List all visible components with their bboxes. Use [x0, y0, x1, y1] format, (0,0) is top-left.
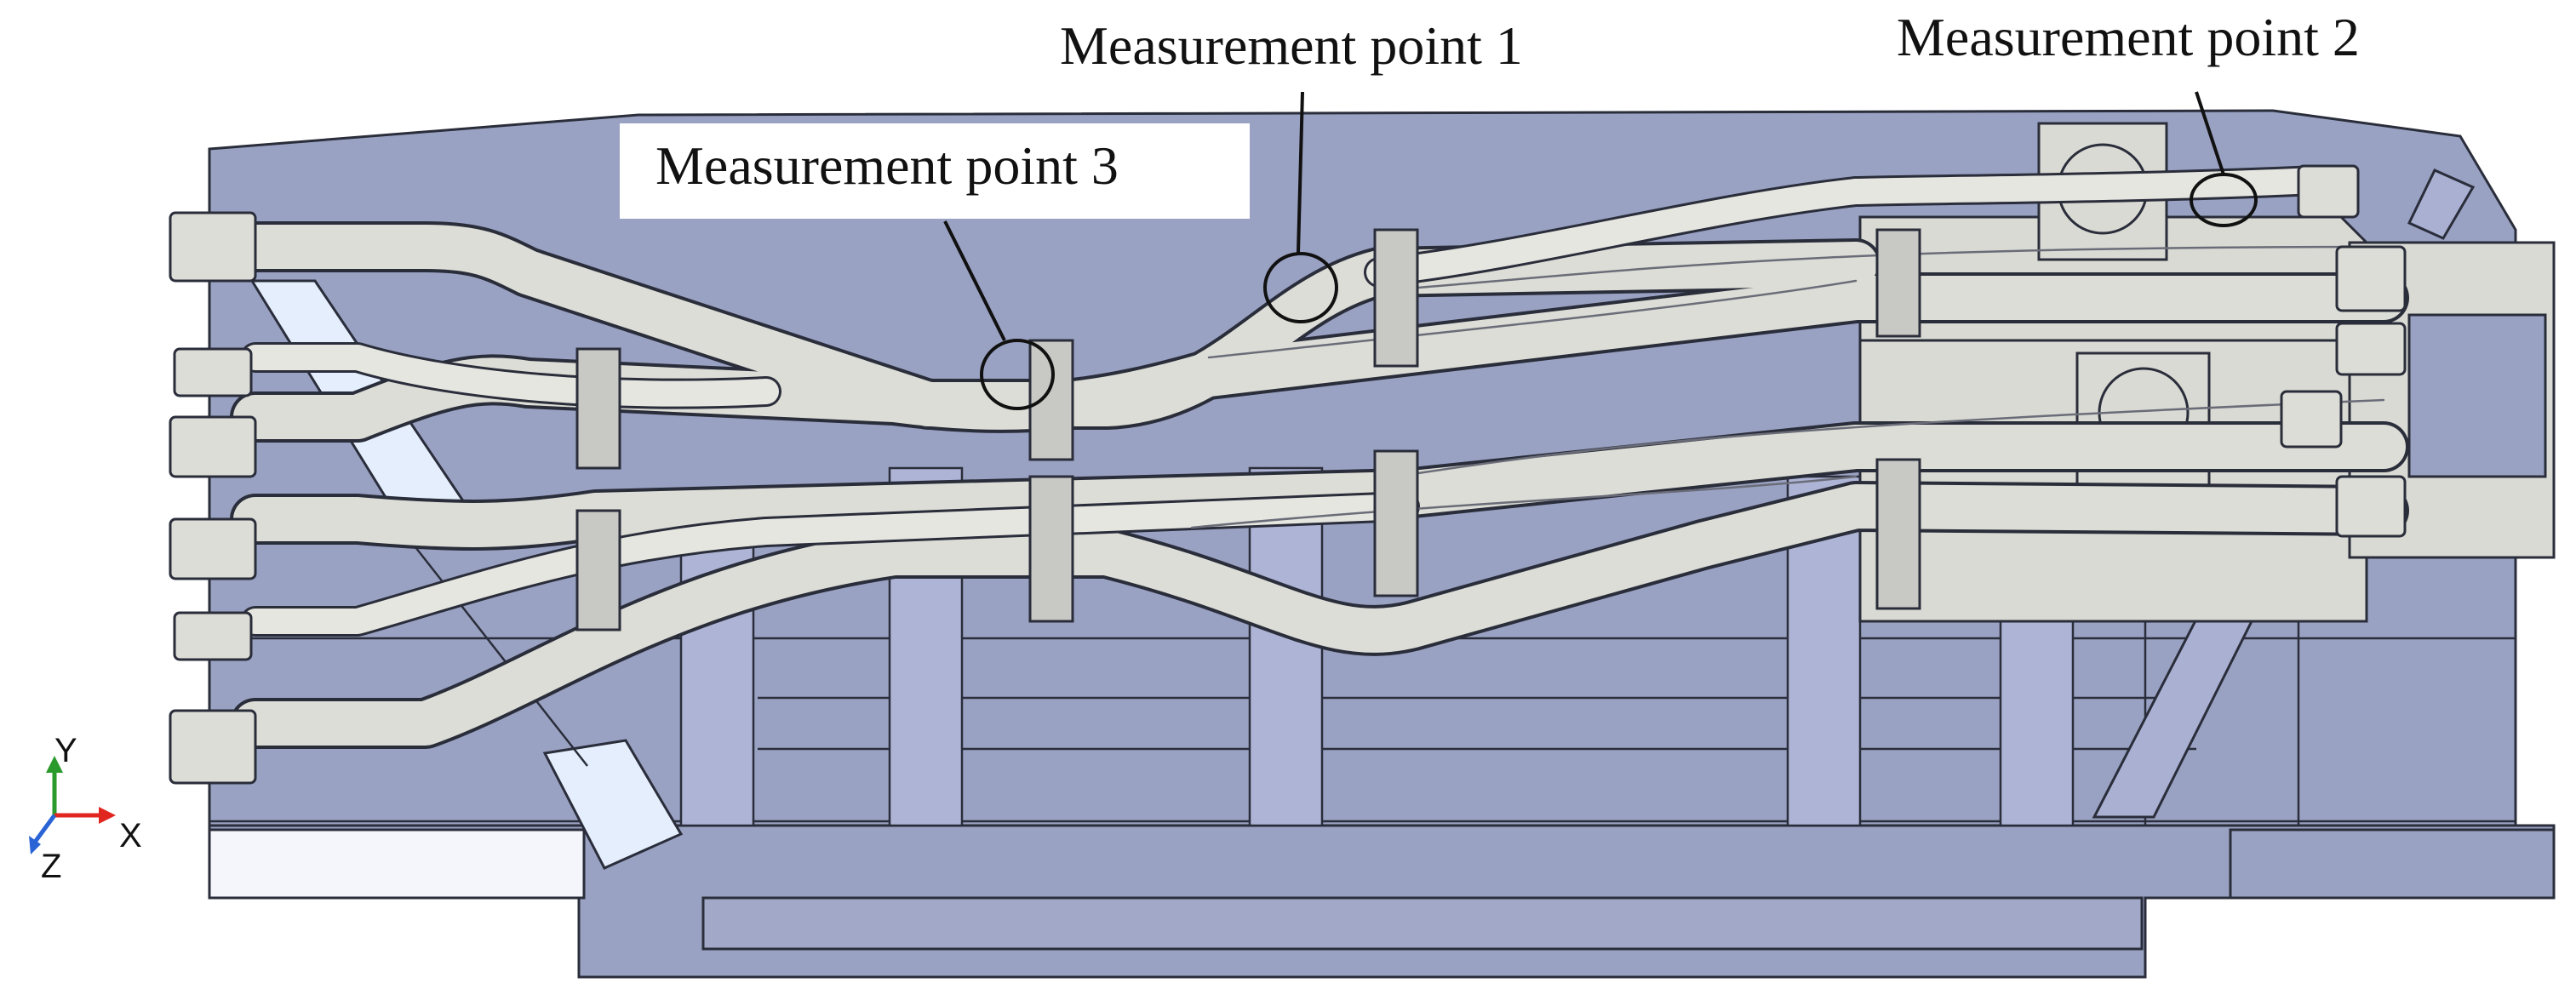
clamp-right-lower [1875, 458, 1921, 610]
clamp-left-upper [575, 347, 621, 470]
clamp-left-lower [575, 509, 621, 631]
clamp-center-lower [1373, 449, 1419, 597]
callout-label-1: Measurement point 1 [1060, 15, 1523, 76]
diagonal-strut-top-right [2407, 169, 2476, 240]
axis-z-label: Z [41, 848, 62, 885]
pipe-clamps [575, 228, 1921, 631]
callout-label-3: Measurement point 3 [655, 135, 1119, 196]
axis-z-arrow [33, 814, 57, 843]
callout-label-2: Measurement point 2 [1897, 7, 2360, 67]
clamp-mid-upper [1028, 339, 1074, 461]
right-foot-plate [2229, 828, 2556, 900]
leader-line-1 [1297, 91, 1304, 254]
leader-line-3 [943, 220, 1006, 341]
clamp-right-upper [1875, 228, 1921, 338]
measurement-circle-1 [1263, 252, 1338, 323]
clamp-mid-lower [1028, 475, 1074, 623]
measurement-circle-3 [980, 339, 1055, 410]
callout-box-3 [620, 123, 1250, 219]
axis-triad [29, 756, 116, 854]
axis-y-label: Y [54, 732, 77, 769]
measurement-markers [943, 91, 2258, 410]
right-connectors [2280, 164, 2407, 538]
left-connectors [169, 211, 257, 785]
chassis [208, 824, 2556, 979]
leader-line-2 [2195, 91, 2225, 175]
left-foot-plate [208, 828, 586, 900]
axis-x-label: X [119, 817, 142, 854]
clamp-center-upper [1373, 228, 1419, 368]
diagonal-plate-lower [542, 739, 684, 870]
base-rail-inner [701, 896, 2144, 951]
end-flange-window [2407, 313, 2547, 478]
